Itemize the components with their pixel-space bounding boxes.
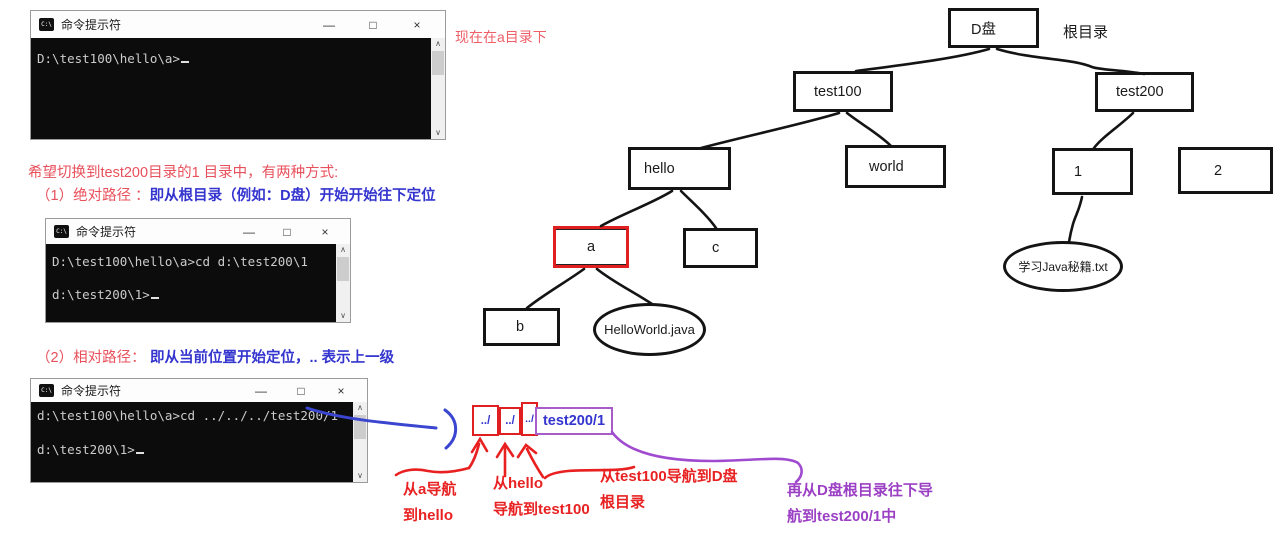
maximize-icon[interactable]: □ (297, 383, 305, 398)
minimize-icon[interactable]: — (255, 383, 267, 398)
tree-node-test100: test100 (793, 71, 893, 112)
close-icon[interactable]: × (337, 383, 345, 398)
connector-ddisk-test100 (854, 47, 991, 73)
scroll-down-icon[interactable]: ∨ (340, 311, 346, 320)
connector-test100-hello (699, 111, 841, 150)
connector-ddisk-test200 (995, 47, 1146, 76)
connector-a-helloworld (595, 267, 654, 306)
terminal-1-titlebar[interactable]: C:\ 命令提示符 — □ × (31, 11, 445, 38)
current-dir-note: 现在在a目录下 (455, 29, 547, 45)
text-cursor (181, 60, 189, 63)
absolute-path-note: （1）绝对路径 ：即从根目录（例如：D盘）开始开始往下定位 (36, 184, 436, 205)
text-cursor (135, 451, 144, 454)
cmd-icon: C:\ (39, 18, 54, 31)
text-cursor (150, 296, 159, 299)
connector-test200-1 (1092, 111, 1135, 150)
red-arrow-2-head (495, 441, 515, 459)
tree-node-d-disk: D盘 (948, 8, 1039, 48)
tree-node-test200: test200 (1095, 72, 1194, 112)
scrollbar-thumb[interactable] (354, 415, 366, 439)
terminal-1-content[interactable]: D:\test100\hello\a> ∧ ∨ (31, 38, 445, 139)
red-arrow-1-shaft (467, 442, 481, 470)
terminal-1-title: 命令提示符 (61, 18, 122, 32)
tree-node-java-txt: 学习Java秘籍.txt (1003, 241, 1123, 292)
tree-node-world: world (845, 145, 946, 188)
minimize-icon[interactable]: — (243, 224, 255, 239)
terminal-3-title: 命令提示符 (61, 384, 122, 398)
connector-1-javatxt (1067, 195, 1084, 244)
annotation-test100-to-root: 从test100导航到D盘根目录 (600, 468, 738, 511)
annotation-a-to-hello: 从a导航到hello (403, 481, 457, 524)
maximize-icon[interactable]: □ (283, 224, 291, 239)
terminal-window-2: C:\ 命令提示符 — □ × D:\test100\hello\a>cd d:… (45, 218, 351, 323)
close-icon[interactable]: × (413, 17, 421, 32)
path-segment-1: ../ (472, 405, 499, 436)
tree-node-a-current: a (553, 226, 629, 268)
terminal-2-title: 命令提示符 (76, 225, 137, 239)
scrollbar[interactable]: ∧ ∨ (353, 402, 367, 482)
scrollbar[interactable]: ∧ ∨ (336, 244, 350, 322)
terminal-3-titlebar[interactable]: C:\ 命令提示符 — □ × (31, 379, 367, 402)
red-arrow-3-head (516, 443, 538, 459)
connector-hello-c (679, 189, 718, 230)
scroll-down-icon[interactable]: ∨ (357, 471, 363, 480)
red-arrow-1-head (470, 436, 489, 454)
scroll-up-icon[interactable]: ∧ (435, 39, 441, 48)
command-line: d:\test100\hello\a>cd ../../../test200/1 (37, 408, 339, 423)
terminal-2-content[interactable]: D:\test100\hello\a>cd d:\test200\1 d:\te… (46, 244, 350, 322)
absolute-path-label: （1）绝对路径 ： (36, 188, 150, 204)
minimize-icon[interactable]: — (323, 17, 335, 32)
prompt-line: d:\test200\1> (46, 286, 350, 303)
path-segment-2: ../ (499, 407, 521, 435)
annotation-root-to-target: 再从D盘根目录往下导航到test200/1中 (787, 482, 933, 525)
scrollbar[interactable]: ∧ ∨ (431, 38, 445, 139)
relative-path-note: （2）相对路径： 即从当前位置开始定位，.. 表示上一级 (36, 346, 394, 367)
tree-node-b: b (483, 308, 560, 346)
tree-node-c: c (683, 228, 758, 268)
scroll-up-icon[interactable]: ∧ (340, 245, 346, 254)
prompt-line: D:\test100\hello\a> (31, 38, 445, 67)
red-bracket-left (394, 466, 471, 477)
blue-arrow-head (443, 408, 458, 450)
connector-test100-world (845, 111, 893, 148)
terminal-3-content[interactable]: d:\test100\hello\a>cd ../../../test200/1… (31, 402, 367, 482)
terminal-2-titlebar[interactable]: C:\ 命令提示符 — □ × (46, 219, 350, 244)
scroll-up-icon[interactable]: ∧ (357, 403, 363, 412)
intro-note: 希望切换到test200目录的1 目录中，有两种方式: (28, 165, 339, 181)
maximize-icon[interactable]: □ (369, 17, 377, 32)
prompt-line: d:\test200\1> (31, 441, 367, 458)
absolute-path-desc: 即从根目录（例如：D盘）开始开始往下定位 (149, 188, 436, 204)
connector-hello-a (599, 189, 674, 228)
tree-node-helloworld-java: HelloWorld.java (593, 303, 706, 356)
scroll-down-icon[interactable]: ∨ (435, 128, 441, 137)
tree-node-2: 2 (1178, 147, 1273, 194)
window-controls: — □ × (307, 11, 439, 38)
cmd-icon: C:\ (39, 384, 54, 397)
root-directory-label: 根目录 (1063, 24, 1109, 41)
tree-node-1: 1 (1052, 148, 1133, 195)
connector-a-b (525, 267, 586, 310)
scrollbar-thumb[interactable] (432, 51, 444, 75)
close-icon[interactable]: × (321, 224, 329, 239)
path-target-box: test200/1 (535, 407, 613, 435)
terminal-window-3: C:\ 命令提示符 — □ × d:\test100\hello\a>cd ..… (30, 378, 368, 483)
cmd-icon: C:\ (54, 225, 69, 238)
window-controls: — □ × (241, 379, 361, 402)
tree-node-hello: hello (628, 147, 731, 190)
relative-path-desc: 即从当前位置开始定位，.. 表示上一级 (150, 350, 395, 366)
window-controls: — □ × (230, 219, 344, 244)
command-line: D:\test100\hello\a>cd d:\test200\1 (52, 254, 308, 269)
terminal-window-1: C:\ 命令提示符 — □ × D:\test100\hello\a> ∧ ∨ (30, 10, 446, 140)
relative-path-label: （2）相对路径： (36, 350, 146, 366)
scrollbar-thumb[interactable] (337, 257, 349, 281)
